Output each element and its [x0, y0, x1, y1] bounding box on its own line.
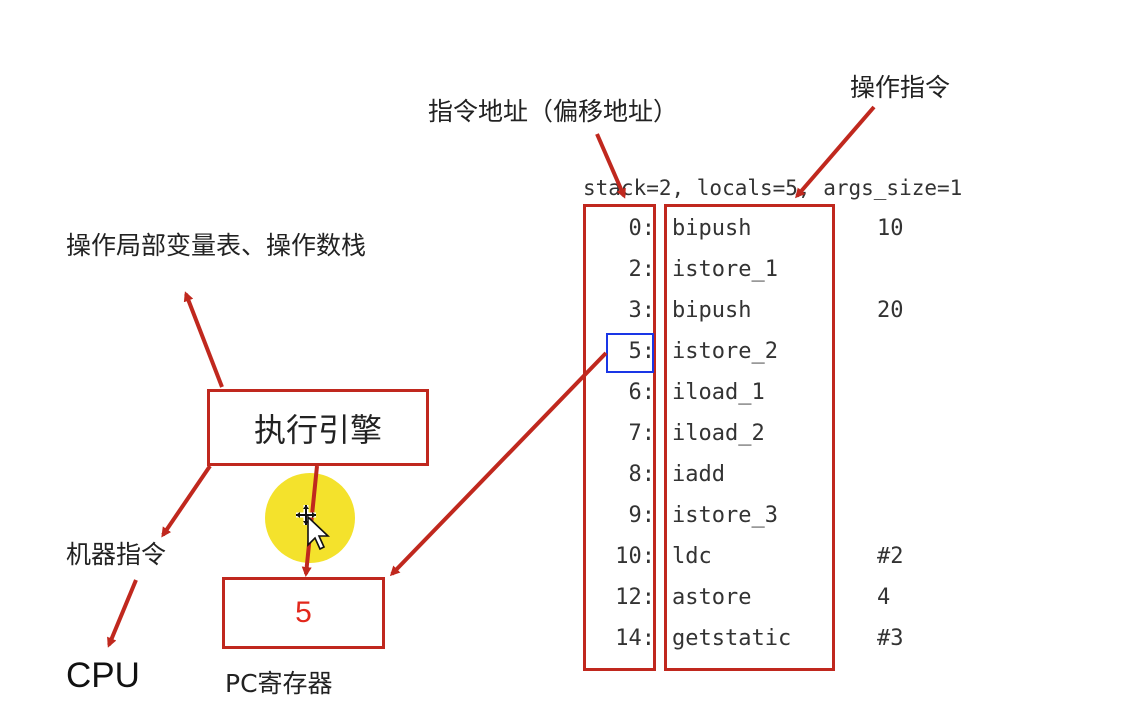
bytecode-op: istore_2: [672, 339, 778, 364]
pc-register-box: 5: [222, 577, 385, 649]
bytecode-arg: 10: [877, 216, 904, 241]
arrow-machine-instr-to-cpu: [107, 579, 138, 648]
bytecode-addr: 14:: [615, 626, 655, 651]
bytecode-addr: 3:: [628, 298, 656, 323]
bytecode-op: istore_3: [672, 503, 778, 528]
label-operation-instruction: 操作指令: [850, 73, 951, 102]
execution-engine-box: 执行引擎: [207, 389, 429, 466]
address-column-box: [583, 204, 656, 671]
bytecode-addr: 8:: [628, 462, 656, 487]
arrow-to-address-column: [595, 133, 626, 199]
bytecode-header: stack=2, locals=5, args_size=1: [583, 176, 963, 200]
pc-register-value: 5: [295, 596, 312, 629]
label-cpu: CPU: [66, 656, 140, 695]
label-locals-and-stack: 操作局部变量表、操作数栈: [66, 231, 367, 260]
opcode-column-box: [664, 204, 835, 671]
execution-engine-label: 执行引擎: [253, 410, 382, 449]
bytecode-addr: 12:: [615, 585, 655, 610]
label-pc-register: PC寄存器: [225, 669, 333, 698]
bytecode-op: ldc: [672, 544, 712, 569]
bytecode-addr: 2:: [628, 257, 656, 282]
bytecode-op: bipush: [672, 216, 752, 241]
current-address-highlight: [606, 333, 654, 373]
label-machine-instruction: 机器指令: [66, 540, 167, 569]
arrow-to-opcode-column: [795, 105, 876, 199]
arrow-engine-to-locals: [183, 291, 224, 388]
bytecode-addr: 5:: [628, 339, 656, 364]
bytecode-arg: 4: [877, 585, 891, 610]
bytecode-arg: #3: [877, 626, 904, 651]
bytecode-arg: #2: [877, 544, 904, 569]
bytecode-addr: 0:: [628, 216, 656, 241]
arrow-address-to-pc: [389, 351, 608, 577]
bytecode-op: getstatic: [672, 626, 792, 651]
bytecode-op: istore_1: [672, 257, 778, 282]
bytecode-op: bipush: [672, 298, 752, 323]
arrow-engine-to-machine-instr: [161, 464, 212, 538]
bytecode-addr: 6:: [628, 380, 656, 405]
bytecode-addr: 9:: [628, 503, 656, 528]
bytecode-addr: 7:: [628, 421, 656, 446]
bytecode-op: iadd: [672, 462, 725, 487]
bytecode-arg: 20: [877, 298, 904, 323]
bytecode-op: astore: [672, 585, 752, 610]
bytecode-op: iload_1: [672, 380, 765, 405]
label-instruction-address: 指令地址（偏移地址）: [428, 97, 679, 126]
bytecode-op: iload_2: [672, 421, 765, 446]
bytecode-addr: 10:: [615, 544, 655, 569]
move-cursor-icon: [296, 505, 331, 551]
